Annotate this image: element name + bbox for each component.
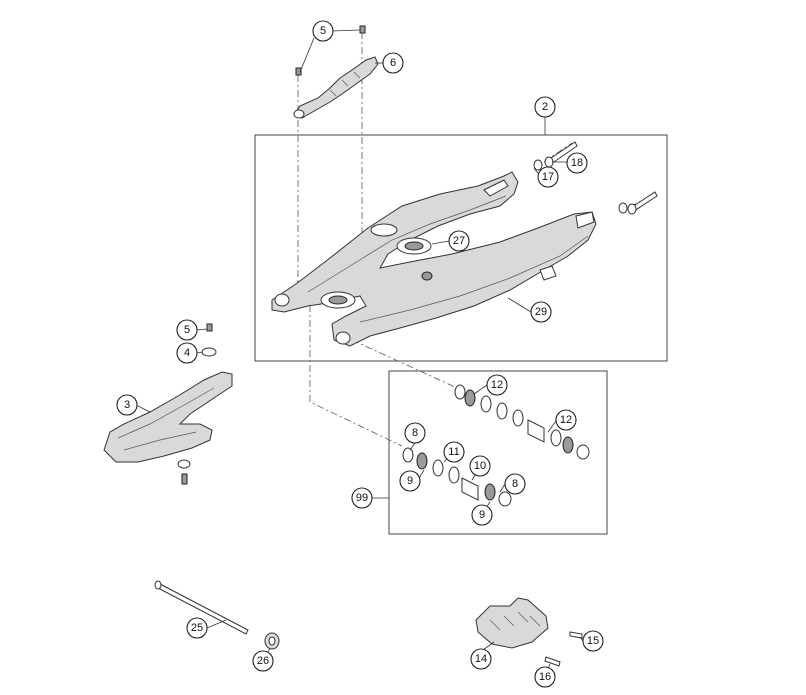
callout-17: 17 xyxy=(537,166,559,188)
callout-9-bottom: 9 xyxy=(471,504,493,526)
callout-18: 18 xyxy=(566,152,588,174)
svg-text:26: 26 xyxy=(257,655,269,667)
callout-8-right: 8 xyxy=(504,473,526,495)
svg-text:25: 25 xyxy=(191,622,203,634)
bolt-right-end xyxy=(618,191,658,215)
svg-text:3: 3 xyxy=(124,399,130,411)
svg-text:99: 99 xyxy=(356,492,368,504)
svg-text:17: 17 xyxy=(542,171,554,183)
callout-12-top: 12 xyxy=(486,374,508,396)
svg-text:9: 9 xyxy=(407,475,413,487)
callout-12-right: 12 xyxy=(555,409,577,431)
chain-slider xyxy=(103,323,233,485)
svg-text:12: 12 xyxy=(491,379,503,391)
svg-text:18: 18 xyxy=(571,157,583,169)
bearing-kit-frame xyxy=(388,370,608,535)
callout-99: 99 xyxy=(351,487,373,509)
callout-27: 27 xyxy=(448,230,470,252)
callout-11: 11 xyxy=(443,441,465,463)
svg-text:10: 10 xyxy=(474,460,486,472)
callout-29: 29 xyxy=(530,301,552,323)
svg-text:14: 14 xyxy=(475,653,487,665)
callout-8-left: 8 xyxy=(404,422,426,444)
callout-16: 16 xyxy=(534,666,556,688)
svg-text:9: 9 xyxy=(479,509,485,521)
callout-3: 3 xyxy=(116,394,138,416)
callout-2: 2 xyxy=(534,96,556,118)
svg-text:8: 8 xyxy=(412,427,418,439)
callout-14: 14 xyxy=(470,648,492,670)
swingarm xyxy=(271,171,597,347)
svg-text:2: 2 xyxy=(542,101,548,113)
callout-15: 15 xyxy=(582,630,604,652)
alignment-lines xyxy=(297,32,653,447)
svg-text:6: 6 xyxy=(390,57,396,69)
bolt-18-washer-17 xyxy=(533,141,578,171)
chain-guide-upper xyxy=(293,25,379,119)
svg-text:11: 11 xyxy=(448,446,459,458)
callout-5-top: 5 xyxy=(312,20,334,42)
svg-text:5: 5 xyxy=(184,324,190,336)
callout-10: 10 xyxy=(469,455,491,477)
nut-26 xyxy=(264,632,280,650)
svg-text:27: 27 xyxy=(453,235,465,247)
svg-text:16: 16 xyxy=(539,671,551,683)
svg-text:5: 5 xyxy=(320,25,326,37)
callout-6: 6 xyxy=(382,52,404,74)
callout-26: 26 xyxy=(252,650,274,672)
svg-text:8: 8 xyxy=(512,478,518,490)
swingarm-group-frame xyxy=(254,134,668,362)
callout-25: 25 xyxy=(186,617,208,639)
svg-text:15: 15 xyxy=(587,635,599,647)
svg-text:12: 12 xyxy=(560,414,572,426)
chain-guide-14 xyxy=(475,597,583,667)
callout-5-left: 5 xyxy=(176,319,198,341)
callout-4: 4 xyxy=(176,342,198,364)
callout-9-left: 9 xyxy=(399,470,421,492)
svg-text:4: 4 xyxy=(184,347,190,359)
bearing-kit-parts xyxy=(402,384,590,507)
svg-text:29: 29 xyxy=(535,306,547,318)
pivot-bolt-25 xyxy=(154,580,249,635)
